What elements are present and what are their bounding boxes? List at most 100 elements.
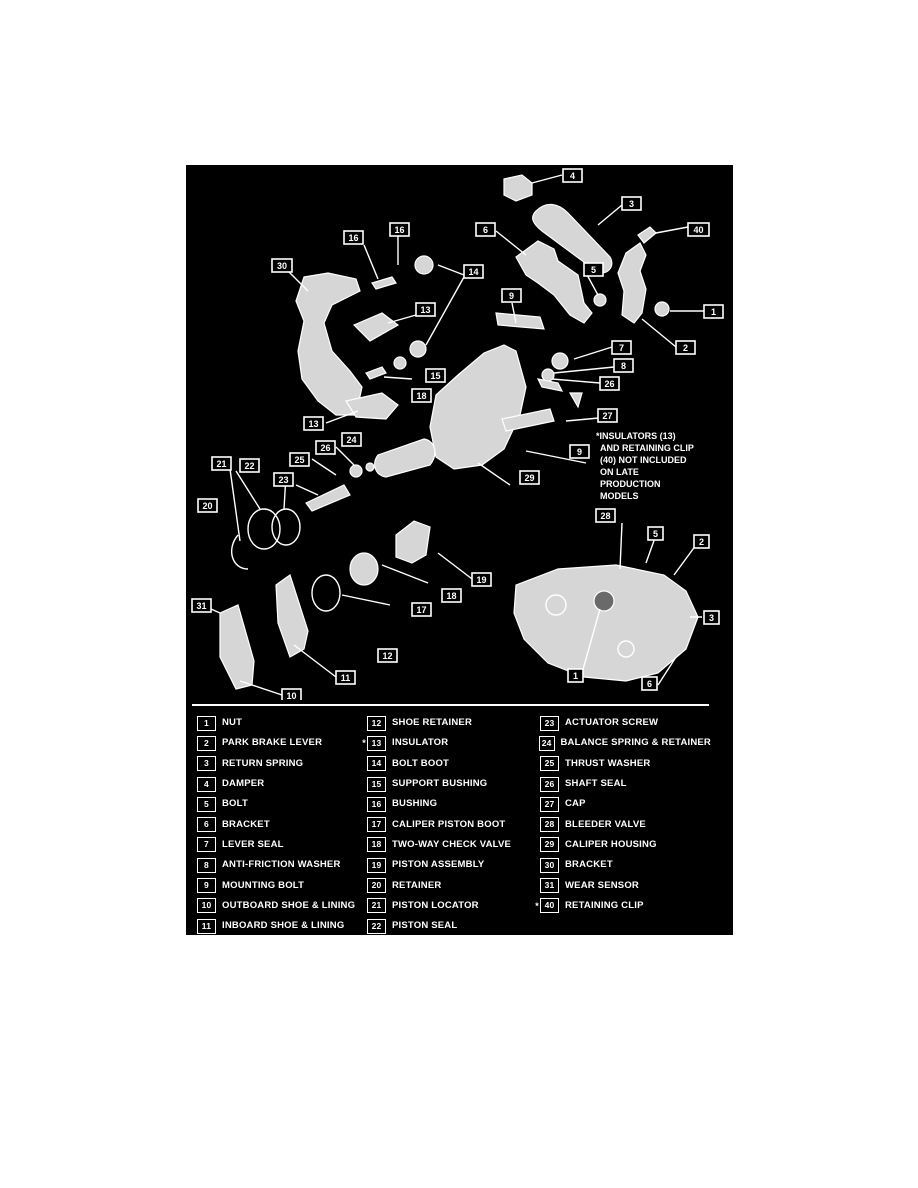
callout-27: 27: [602, 411, 612, 421]
legend-label: OUTBOARD SHOE & LINING: [222, 899, 356, 911]
legend-item: 20 RETAINER: [360, 875, 538, 895]
note-line-2: (40) NOT INCLUDED: [600, 455, 687, 465]
legend-asterisk: *: [535, 900, 539, 911]
legend-label: RETAINING CLIP: [565, 899, 644, 911]
legend-label: CALIPER HOUSING: [565, 838, 657, 850]
callout-3b: 3: [709, 613, 714, 623]
check-valve-part: [365, 366, 387, 380]
legend-number-box: 26: [540, 776, 559, 792]
legend-number-box: 12: [367, 715, 386, 731]
legend-number-box: 21: [367, 898, 386, 914]
legend-item: 23 ACTUATOR SCREW: [533, 713, 711, 733]
legend-item: 16 BUSHING: [360, 794, 538, 814]
legend-number-box: 20: [367, 878, 386, 894]
legend-label: BOLT BOOT: [392, 757, 450, 769]
legend-label: RETAINER: [392, 879, 442, 891]
callout-19: 19: [476, 575, 486, 585]
note-line-1: AND RETAINING CLIP: [600, 443, 694, 453]
note-line-3: ON LATE: [600, 467, 639, 477]
callout-8: 8: [621, 361, 626, 371]
retaining-clip-part: [637, 226, 657, 244]
callout-26: 26: [604, 379, 614, 389]
legend-item: 8 ANTI-FRICTION WASHER: [190, 855, 368, 875]
legend-label: BRACKET: [565, 859, 613, 871]
legend-label: WEAR SENSOR: [565, 879, 639, 891]
legend-asterisk: *: [362, 738, 366, 749]
legend-label: TWO-WAY CHECK VALVE: [392, 838, 512, 850]
legend-number-box: 27: [540, 796, 559, 812]
legend-label: ANTI-FRICTION WASHER: [222, 859, 341, 871]
callout-9: 9: [509, 291, 514, 301]
callout-2b: 2: [699, 537, 704, 547]
lever-seal-part: [551, 352, 569, 370]
actuator-screw-part: [305, 484, 351, 512]
legend-number-box: 6: [197, 817, 216, 833]
callout-9b: 9: [577, 447, 582, 457]
callout-7: 7: [619, 343, 624, 353]
legend-number-box: 22: [367, 918, 386, 934]
callout-29: 29: [524, 473, 534, 483]
legend-number-box: 24: [538, 735, 555, 751]
exploded-view-diagram: 4 3 40 6 16 16 30 14 5 9 13 1 2 7 8 15 2…: [191, 168, 724, 700]
inboard-shoe-part: [275, 574, 309, 658]
callout-16: 16: [394, 225, 404, 235]
callout-18: 18: [416, 391, 426, 401]
legend-number-box: 8: [197, 857, 216, 873]
legend-label: BUSHING: [392, 798, 438, 810]
legend-label: SUPPORT BUSHING: [392, 778, 488, 790]
support-bushing-part: [393, 356, 407, 370]
outboard-shoe-part: [219, 604, 255, 690]
callout-group: 4 3 40 6 16 16 30 14 5 9 13 1 2 7 8 15 2…: [191, 168, 724, 700]
legend-item: 30 BRACKET: [533, 855, 711, 875]
legend-number-box: 30: [540, 857, 559, 873]
legend-number-box: 19: [367, 857, 386, 873]
legend-number-box: 3: [197, 756, 216, 772]
note-line-4: PRODUCTION: [600, 479, 661, 489]
bolt-boot-part: [409, 340, 427, 358]
legend-number-box: 17: [367, 817, 386, 833]
legend-label: PISTON SEAL: [392, 920, 458, 932]
leader-line: [201, 174, 704, 696]
piston-assembly-part: [395, 520, 431, 564]
legend-number-box: 40: [540, 898, 559, 914]
legend-item: 22 PISTON SEAL: [360, 916, 538, 935]
caliper-housing-part: [429, 344, 527, 470]
legend-label: INSULATOR: [392, 737, 449, 749]
nut-part: [654, 301, 670, 317]
bracket-left-part: [295, 272, 363, 416]
shaft-seal-small-part: [365, 462, 375, 472]
assembled-bore-part: [617, 640, 635, 658]
callout-22: 22: [244, 461, 254, 471]
callout-5: 5: [591, 265, 596, 275]
callout-25: 25: [294, 455, 304, 465]
legend-label: LEVER SEAL: [222, 838, 284, 850]
callout-40: 40: [693, 225, 703, 235]
thrust-washer-part: [349, 464, 363, 478]
legend-number-box: 16: [367, 796, 386, 812]
legend-label: ACTUATOR SCREW: [565, 717, 659, 729]
legend-number-box: 23: [540, 715, 559, 731]
legend-number-box: 18: [367, 837, 386, 853]
callout-14: 14: [468, 267, 478, 277]
callout-15: 15: [430, 371, 440, 381]
legend-label: BRACKET: [222, 818, 270, 830]
callout-26b: 26: [320, 443, 330, 453]
assembled-bore-part: [545, 594, 567, 616]
legend-label: BOLT: [222, 798, 248, 810]
callout-21: 21: [216, 459, 226, 469]
